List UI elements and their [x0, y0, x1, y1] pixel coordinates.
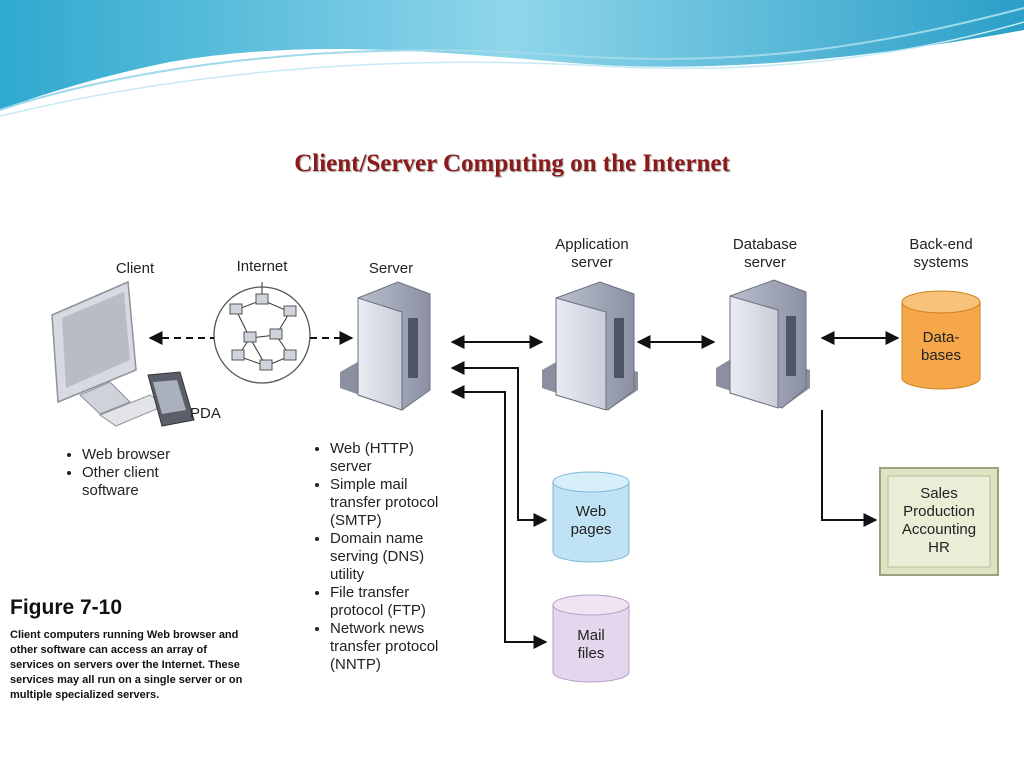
server-service-item: Simple mail transfer protocol (SMTP)	[330, 476, 500, 530]
database-server-icon	[716, 279, 810, 409]
server-label: Server	[368, 260, 414, 277]
client-feature-list: Web browserOther client software	[62, 446, 232, 500]
application-server-icon	[542, 281, 638, 411]
server-service-item: File transfer protocol (FTP)	[330, 584, 500, 620]
server-service-item: Network news transfer protocol (NNTP)	[330, 620, 500, 674]
server-service-item: Web (HTTP) server	[330, 440, 500, 476]
store-label-line: Mail	[577, 627, 605, 644]
back-end-systems-label: Back-end systems	[909, 236, 973, 271]
internet-label: Internet	[236, 258, 288, 275]
db-sales-link	[821, 410, 878, 527]
figure-caption: Figure 7-10 Client computers running Web…	[10, 596, 250, 703]
server-tower-icon	[340, 281, 431, 411]
server-mailfiles-link	[450, 385, 548, 649]
slide-title: Client/Server Computing on the Internet	[294, 150, 730, 177]
store-label-line: Accounting	[902, 521, 976, 538]
client-label: Client	[115, 260, 155, 277]
store-label-line: Production	[903, 503, 975, 520]
store-label-line: HR	[928, 539, 950, 556]
database-server-label: Database server	[732, 236, 798, 271]
store-label-line: Sales	[920, 485, 958, 502]
client-computer-icon	[51, 280, 168, 427]
databases-cylinder: Data-bases	[901, 290, 981, 390]
client-feature-item: Other client software	[82, 464, 232, 500]
pda-icon	[147, 371, 195, 427]
figure-number: Figure 7-10	[10, 596, 123, 619]
internet-globe-icon	[213, 282, 311, 384]
server-service-item: Domain name serving (DNS) utility	[330, 530, 500, 584]
store-label-line: Web	[576, 503, 607, 520]
server-service-list: Web (HTTP) serverSimple mail transfer pr…	[310, 440, 500, 674]
pda-label: PDA	[190, 405, 221, 422]
figure-caption-text: Client computers running Web browser and…	[10, 629, 243, 701]
store-label-line: Data-	[923, 329, 960, 346]
store-label-line: pages	[571, 521, 612, 538]
store-label-line: bases	[921, 347, 961, 364]
store-label-line: files	[578, 645, 605, 662]
application-server-label: Application server	[555, 236, 629, 271]
header-wave	[0, 0, 1024, 117]
svg-text:Data-bases: Data-bases	[921, 329, 961, 364]
client-feature-item: Web browser	[82, 446, 232, 464]
